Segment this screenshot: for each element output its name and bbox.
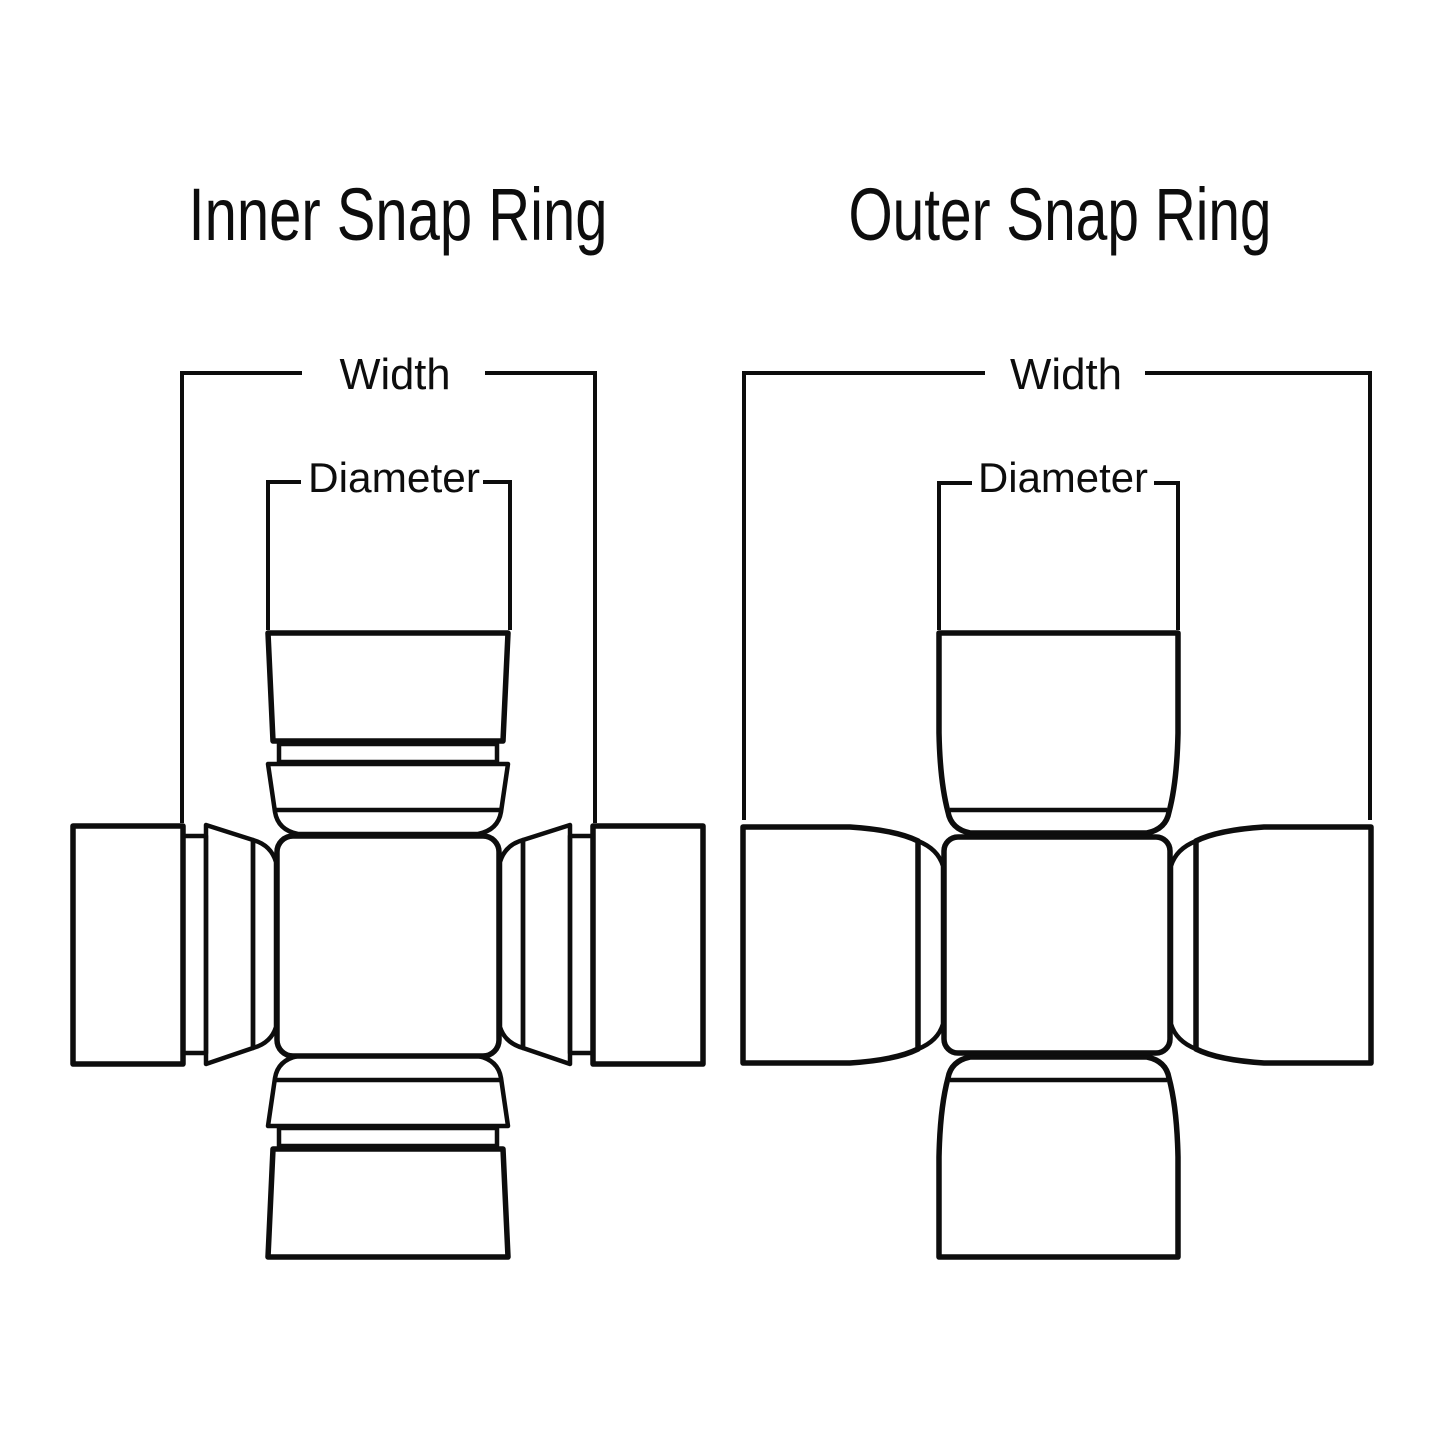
inner-bottom-bearing-cup: [265, 1146, 511, 1260]
inner-bottom-snap-ring-groove: [276, 1125, 500, 1149]
outer-left-bearing-cup: [740, 824, 921, 1066]
outer-width-bracket: [742, 371, 1372, 820]
inner-diameter-bracket: [266, 480, 512, 630]
outer-top-bearing-cup: [936, 630, 1181, 836]
outer-right-bearing-cup: [1193, 824, 1374, 1066]
diagram-text-layer: Inner Snap Ring Outer Snap Ring Width Wi…: [189, 173, 1272, 501]
inner-top-seal: [265, 761, 511, 837]
diagram-outer-snap-ring: [740, 371, 1374, 1260]
inner-diameter-label: Diameter: [308, 454, 480, 501]
outer-left-trunnion-neck: [915, 838, 946, 1052]
inner-top-bearing-cup: [265, 630, 511, 744]
inner-center-body: [274, 833, 502, 1059]
outer-center-body: [941, 834, 1173, 1056]
inner-snap-ring-title: Inner Snap Ring: [189, 173, 608, 256]
inner-left-trunnion-neck: [250, 837, 279, 1051]
outer-width-label: Width: [1010, 350, 1122, 399]
inner-right-snap-ring-groove: [567, 833, 596, 1056]
inner-width-label: Width: [340, 350, 451, 399]
inner-left-bearing-cup: [70, 823, 186, 1067]
inner-left-snap-ring-groove: [180, 833, 209, 1056]
inner-left-seal: [203, 822, 256, 1067]
inner-width-bracket: [180, 371, 597, 823]
inner-right-seal: [520, 822, 573, 1067]
outer-right-trunnion-neck: [1168, 838, 1199, 1052]
inner-bottom-seal: [265, 1053, 511, 1129]
outer-diameter-label: Diameter: [978, 454, 1148, 501]
outer-diameter-bracket: [937, 481, 1180, 630]
diagram-inner-snap-ring: [70, 371, 706, 1260]
inner-right-trunnion-neck: [497, 837, 526, 1051]
inner-top-snap-ring-groove: [276, 741, 500, 765]
inner-right-bearing-cup: [590, 823, 706, 1067]
outer-bottom-bearing-cup: [936, 1054, 1181, 1260]
outer-snap-ring-title: Outer Snap Ring: [849, 173, 1272, 256]
